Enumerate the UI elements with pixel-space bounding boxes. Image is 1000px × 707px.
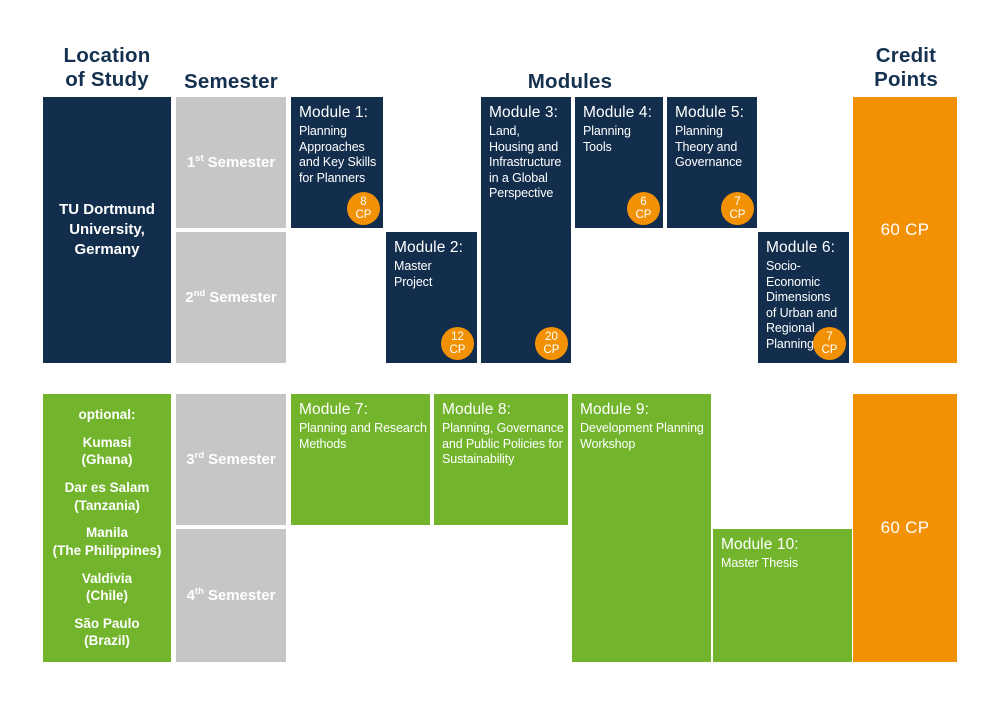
credit-total-bottom-label: 60 CP [880,518,930,537]
semester-header: Semester [184,70,278,93]
module-1-box: Module 1: Planning Approaches and Key Sk… [291,97,383,228]
module-6-title: Module 6: [766,239,835,256]
module-4-desc: Planning Tools [583,124,631,154]
module-9-desc: Development Planning Workshop [580,421,704,451]
module-9-box: Module 9: Development Planning Workshop [572,394,711,662]
module-1-desc: Planning Approaches and Key Skills for P… [299,124,377,185]
credit-total-top-label: 60 CP [880,220,930,239]
location-of-study-header: Location of Study [63,44,151,91]
module-9-title: Module 9: [580,401,649,418]
module-8-desc: Planning, Governance and Public Policies… [442,421,564,466]
module-5-box: Module 5: Planning Theory and Governance… [667,97,757,228]
optional-locations-box: optional: Kumasi (Ghana) Dar es Salam (T… [43,394,171,662]
location-manila: Manila (The Philippines) [52,525,162,558]
module-7-title: Module 7: [299,401,368,418]
module-7-box: Module 7: Planning and Research Methods [291,394,430,525]
module-2-title: Module 2: [394,239,463,256]
module-1-title: Module 1: [299,104,368,121]
credit-total-top-bar: 60 CP [853,97,957,363]
module-8-box: Module 8: Planning, Governance and Publi… [434,394,568,525]
module-3-title: Module 3: [489,104,558,121]
module-10-desc: Master Thesis [721,556,798,570]
module-3-box: Module 3: Land, Housing and Infrastructu… [481,97,571,363]
modules-header: Modules [527,70,613,93]
module-6-desc: Socio- Economic Dimensions of Urban and … [766,259,838,351]
module-10-title: Module 10: [721,536,799,553]
location-valdivia: Valdivia (Chile) [81,570,133,604]
module-10-box: Module 10: Master Thesis [713,529,852,662]
module-8-title: Module 8: [442,401,511,418]
location-kumasi: Kumasi (Ghana) [81,434,133,468]
credit-points-header: Credit Points [874,44,938,91]
module-6-box: Module 6: Socio- Economic Dimensions of … [758,232,849,363]
module-5-title: Module 5: [675,104,744,121]
tu-dortmund-location-box: TU Dortmund University, Germany [43,97,171,363]
module-4-title: Module 4: [583,104,652,121]
module-3-desc: Land, Housing and Infrastructure in a Gl… [489,124,562,200]
optional-label: optional: [78,407,136,422]
credit-total-bottom-bar: 60 CP [853,394,957,662]
location-dar-es-salam: Dar es Salam (Tanzania) [64,480,150,513]
module-5-desc: Planning Theory and Governance [675,124,743,169]
module-7-desc: Planning and Research Methods [299,421,427,451]
tu-dortmund-location-label: TU Dortmund University, Germany [59,200,155,259]
module-2-desc: Master Project [394,259,433,289]
location-sao-paulo: São Paulo (Brazil) [74,615,140,649]
